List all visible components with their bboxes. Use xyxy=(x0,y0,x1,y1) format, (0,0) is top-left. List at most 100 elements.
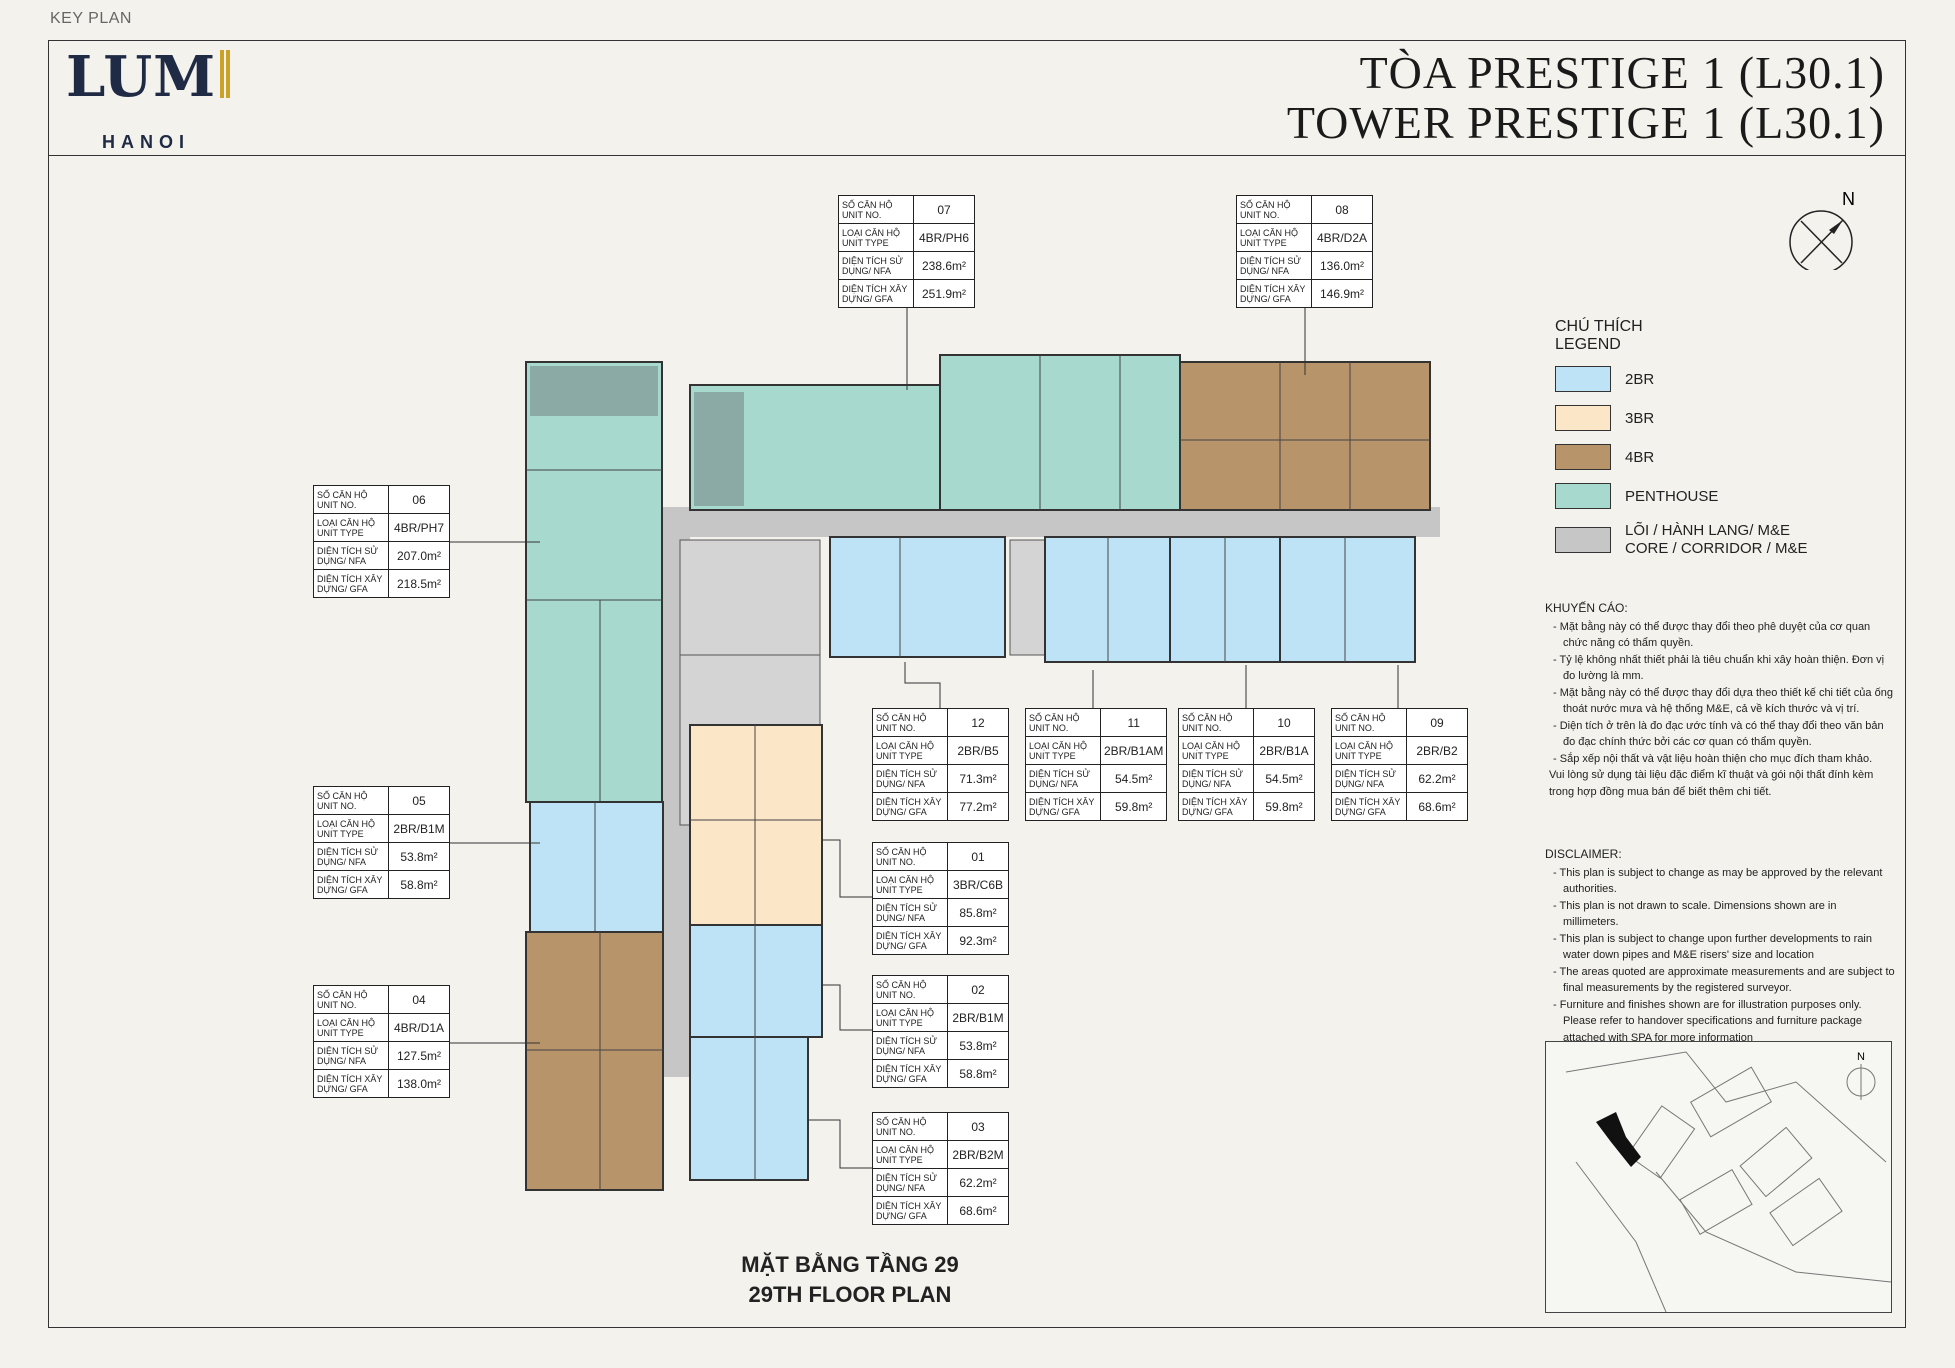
unit-field-value-type: 2BR/B1M xyxy=(388,814,450,843)
logo-bars-icon xyxy=(218,50,231,103)
legend-swatch-3br xyxy=(1555,405,1611,431)
disclaimer-item: - This plan is subject to change as may … xyxy=(1553,866,1883,896)
north-arrow-icon: N xyxy=(1789,190,1855,270)
unit-field-value-gfa: 68.6m² xyxy=(1406,792,1468,821)
legend-item-2br: 2BR xyxy=(1555,366,1808,392)
floor-plan-caption: MẶT BẰNG TẦNG 29 29TH FLOOR PLAN xyxy=(741,1252,959,1307)
brand-logo: LUM HANOI xyxy=(66,44,231,152)
unit-field-value-nfa: 71.3m² xyxy=(947,764,1009,793)
unit-field-value-gfa: 59.8m² xyxy=(1253,792,1315,821)
unit-field-value-gfa: 92.3m² xyxy=(947,926,1009,955)
disclaimer-notes: DISCLAIMER: - This plan is subject to ch… xyxy=(1545,846,1895,1046)
unit-field-value-gfa: 146.9m² xyxy=(1311,279,1373,308)
unit-field-value-type: 2BR/B5 xyxy=(947,736,1009,765)
unit-field-value-type: 4BR/D2A xyxy=(1311,223,1373,252)
unit-field-value-gfa: 68.6m² xyxy=(947,1196,1009,1225)
unit-field-value-nfa: 238.6m² xyxy=(913,251,975,280)
unit-field-value-nfa: 136.0m² xyxy=(1311,251,1373,280)
tower-title-en: TOWER PRESTIGE 1 (L30.1) xyxy=(1286,97,1885,148)
unit-field-value-type: 2BR/B1M xyxy=(947,1003,1009,1032)
drawing-frame xyxy=(48,40,1906,1328)
legend-swatch-2br xyxy=(1555,366,1611,392)
unit-field-value-type: 4BR/D1A xyxy=(388,1013,450,1042)
note-item: - Mặt bằng này có thể được thay đổi dựa … xyxy=(1553,686,1893,716)
unit-field-value-nfa: 207.0m² xyxy=(388,541,450,570)
unit-field-value-type: 2BR/B1A xyxy=(1253,736,1315,765)
logo-subtitle: HANOI xyxy=(102,132,190,152)
tower-title: TÒA PRESTIGE 1 (L30.1) TOWER PRESTIGE 1 … xyxy=(1287,48,1885,148)
legend-item-4br: 4BR xyxy=(1555,444,1808,470)
unit-field-value-no: 06 xyxy=(388,485,450,514)
khuyen-cao-notes: KHUYẾN CÁO: - Mặt bằng này có thể được t… xyxy=(1545,600,1895,800)
unit-field-value-type: 2BR/B2 xyxy=(1406,736,1468,765)
tower-title-vi: TÒA PRESTIGE 1 (L30.1) xyxy=(1359,47,1885,98)
unit-field-value-gfa: 138.0m² xyxy=(388,1069,450,1098)
unit-field-value-no: 07 xyxy=(913,195,975,224)
unit-field-value-nfa: 85.8m² xyxy=(947,898,1009,927)
site-map-icon: N xyxy=(1565,1051,1892,1313)
unit-field-value-gfa: 218.5m² xyxy=(388,569,450,598)
unit-field-value-nfa: 54.5m² xyxy=(1253,764,1315,793)
logo-wordmark: LUM xyxy=(66,44,217,110)
unit-field-value-type: 2BR/B2M xyxy=(947,1140,1009,1169)
unit-field-value-gfa: 59.8m² xyxy=(1099,792,1168,821)
unit-field-value-nfa: 53.8m² xyxy=(947,1031,1009,1060)
unit-field-value-no: 01 xyxy=(947,842,1009,871)
unit-field-value-no: 08 xyxy=(1311,195,1373,224)
unit-field-value-no: 05 xyxy=(388,786,450,815)
unit-field-value-nfa: 127.5m² xyxy=(388,1041,450,1070)
unit-field-value-no: 09 xyxy=(1406,708,1468,737)
note-footer: Vui lòng sử dụng tài liệu đặc điểm kĩ th… xyxy=(1549,769,1874,798)
unit-field-value-no: 11 xyxy=(1099,708,1168,737)
unit-field-value-gfa: 58.8m² xyxy=(388,870,450,899)
disclaimer-item: - The areas quoted are approximate measu… xyxy=(1553,965,1895,995)
unit-field-value-type: 3BR/C6B xyxy=(947,870,1009,899)
unit-field-value-no: 03 xyxy=(947,1112,1009,1141)
compass-label: N xyxy=(1842,190,1855,209)
unit-field-value-nfa: 62.2m² xyxy=(1406,764,1468,793)
legend: CHÚ THÍCH LEGEND 2BR 3BR 4BR PENTHOUSE L… xyxy=(1555,318,1808,571)
key-plan-label: KEY PLAN xyxy=(50,10,132,27)
